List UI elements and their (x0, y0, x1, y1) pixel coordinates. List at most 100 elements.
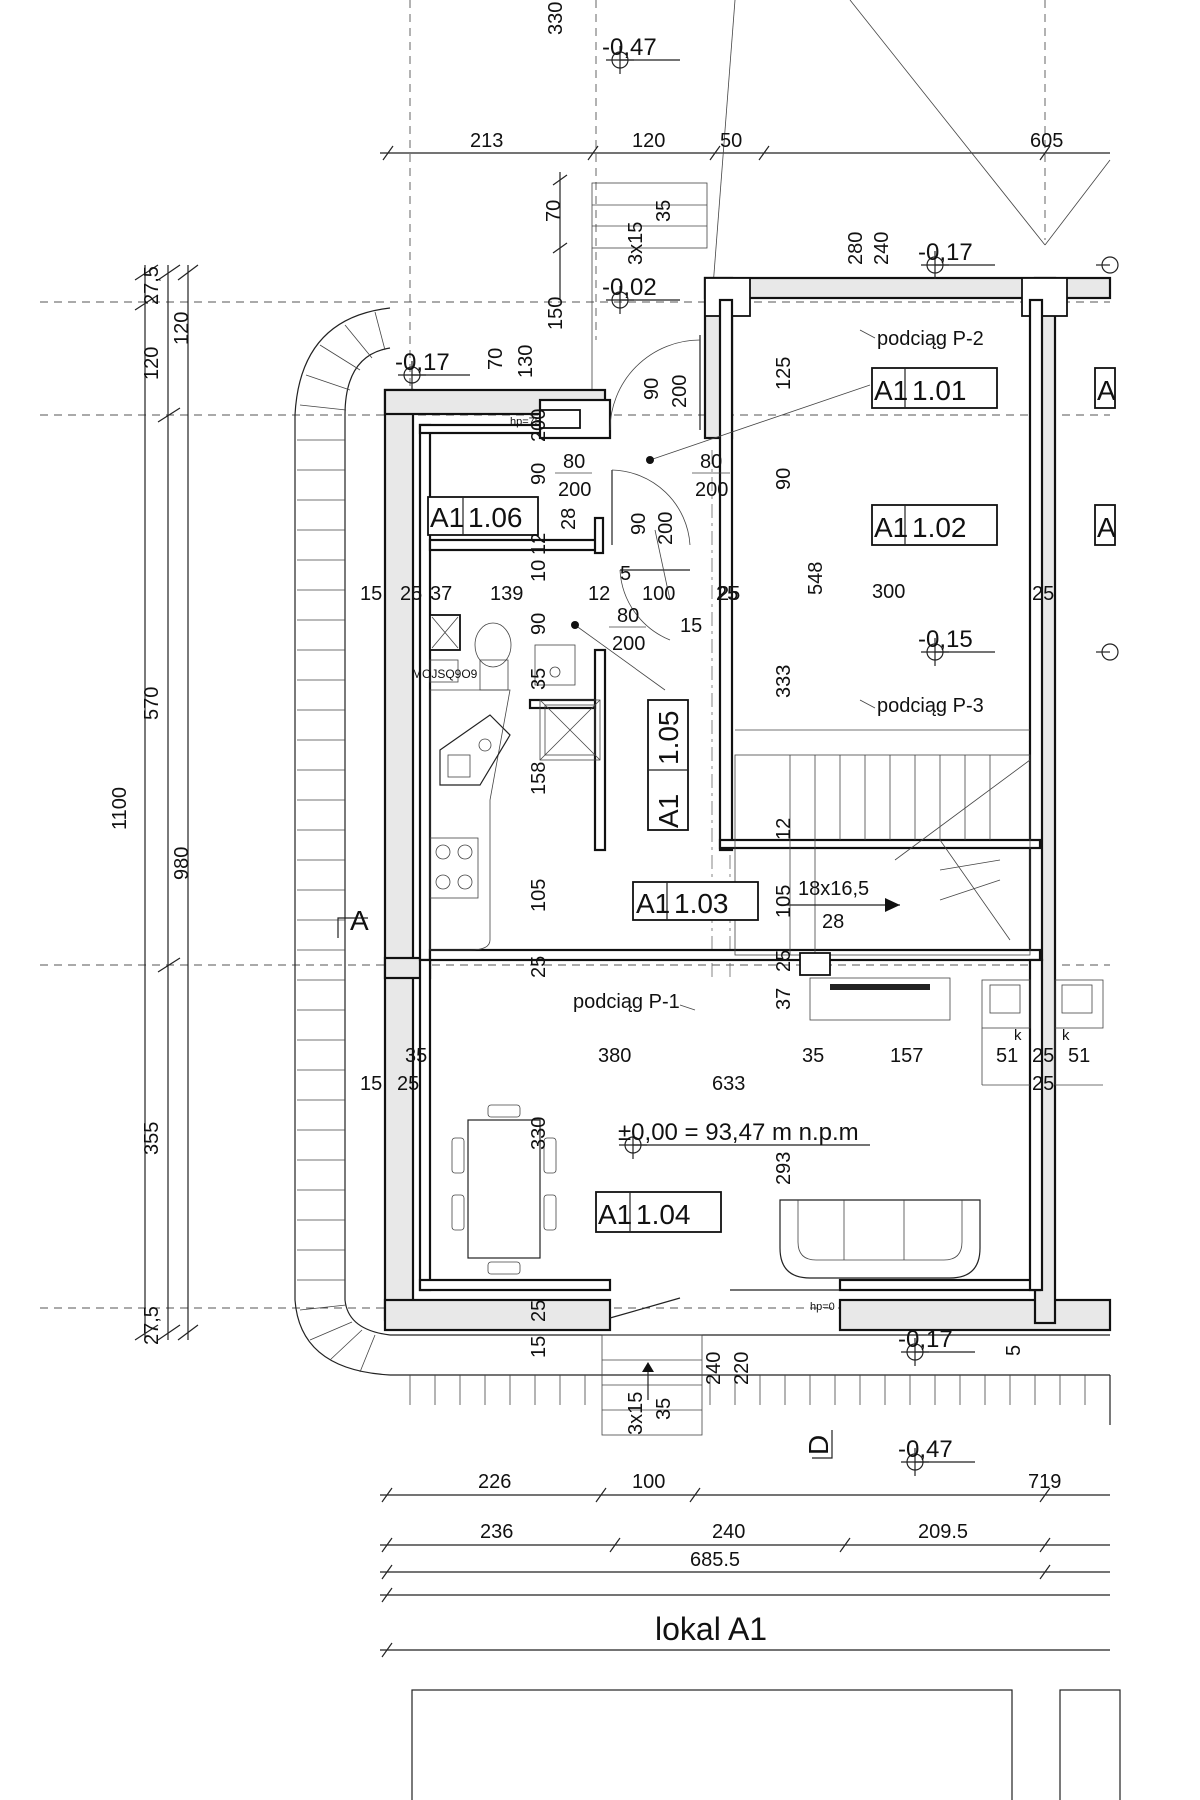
dim-139: 139 (490, 583, 523, 605)
room-labels: A1 1.01 A1 1.02 A1 1.06 A1 1.05 A1 1.03 … (430, 375, 1116, 1230)
exterior-walls (383, 276, 1112, 1332)
dim-left-980: 980 (171, 847, 193, 880)
dim-left-27-5-b: 27,5 (141, 1306, 163, 1345)
adjacent-unit-outlines (411, 1689, 1121, 1800)
dim-25-d: 25 (528, 956, 550, 978)
dim-25-c: 25 (718, 583, 740, 605)
dim-380: 380 (598, 1045, 631, 1067)
dim-15-bot: 15 (528, 1336, 550, 1358)
dim-12: 12 (528, 533, 550, 555)
door3-height: 200 (695, 479, 728, 501)
top-dimension-chain (380, 145, 1110, 300)
room-104-number: 1.04 (636, 1199, 691, 1230)
washer-label: MOJSQ9O9 (412, 667, 478, 681)
room-106-number: 1.06 (468, 502, 523, 533)
top-entrance-steps (591, 182, 708, 400)
beam-p3-label: podciąg P-3 (877, 695, 984, 717)
dim-12-c: 12 (773, 818, 795, 840)
level-047-bot: -0,47 (898, 1436, 953, 1463)
room-104-prefix: A1 (598, 1199, 632, 1230)
k-mark-1: k (1014, 1027, 1022, 1044)
dim-left-120-a: 120 (141, 347, 163, 380)
dim-330-m: 330 (528, 1117, 550, 1150)
dim-51-a: 51 (996, 1045, 1018, 1067)
dim-left-355: 355 (141, 1122, 163, 1155)
bottom-terrace (390, 1334, 1111, 1436)
door-texts: 90 200 80 200 80 200 90 200 80 200 90 20… (528, 375, 730, 655)
hp-75: hp=75 (510, 416, 541, 428)
door2-width: 80 (563, 451, 585, 473)
dim-35-m-b: 35 (802, 1045, 824, 1067)
dim-50: 50 (720, 130, 742, 152)
dim-15: 15 (360, 583, 382, 605)
dim-5-bot: 5 (1003, 1345, 1025, 1356)
dim-100: 100 (642, 583, 675, 605)
stairs-count: 28 (822, 911, 844, 933)
door3-width: 80 (700, 451, 722, 473)
section-d-mark: D (803, 1435, 834, 1455)
dim-25-a: 25 (716, 583, 738, 605)
dim-35-m: 35 (405, 1045, 427, 1067)
dim-240: 240 (871, 232, 893, 265)
tv-and-cabinets (809, 977, 1104, 1086)
dim-125: 125 (773, 357, 795, 390)
dim-12-b: 12 (588, 583, 610, 605)
dim-209-5: 209.5 (918, 1521, 968, 1543)
room-103-number: 1.03 (674, 888, 729, 919)
door5-width: 80 (617, 605, 639, 627)
room-partial-b: A (1097, 512, 1116, 543)
kitchen-units (429, 614, 511, 951)
k-mark-2: k (1062, 1027, 1070, 1044)
plan-title: lokal A1 (655, 1611, 767, 1647)
dim-157: 157 (890, 1045, 923, 1067)
dim-5-a: 5 (620, 563, 631, 585)
dim-100-bot: 100 (632, 1471, 665, 1493)
dim-213: 213 (470, 130, 503, 152)
interior-walls (418, 298, 1044, 1292)
dim-548: 548 (805, 562, 827, 595)
bathroom-fixtures (474, 622, 601, 761)
level-002: -0,02 (602, 274, 657, 301)
dim-105-b: 105 (773, 885, 795, 918)
dim-330-top: 330 (545, 2, 567, 35)
dim-10: 10 (528, 560, 550, 582)
left-dimension-chain (134, 264, 199, 1341)
beam-p1-label: podciąg P-1 (573, 991, 680, 1013)
dim-3x15-top: 3x15 (625, 222, 647, 265)
dim-293: 293 (773, 1152, 795, 1185)
dim-120: 120 (632, 130, 665, 152)
section-a-mark: A (350, 905, 369, 936)
room-105-prefix: A1 (653, 794, 684, 828)
dim-left-27-5-a: 27,5 (141, 266, 163, 305)
staircase (734, 729, 1031, 976)
dim-37-b: 37 (773, 988, 795, 1010)
dim-90-row: 90 (528, 613, 550, 635)
dim-70b: 70 (485, 348, 507, 370)
dim-633: 633 (712, 1073, 745, 1095)
leader-lines (571, 329, 876, 1011)
dim-25-m: 25 (1032, 1045, 1054, 1067)
dim-158: 158 (528, 762, 550, 795)
dim-300: 300 (872, 581, 905, 603)
dim-25-e: 25 (773, 950, 795, 972)
level-017-c: -0,17 (898, 1326, 953, 1353)
dim-25-m-c: 25 (1032, 1073, 1054, 1095)
left-terrace (294, 307, 391, 1376)
dim-105: 105 (528, 879, 550, 912)
door4-height: 200 (655, 512, 677, 545)
level-017-b: -0,17 (918, 239, 973, 266)
sofa (779, 1199, 981, 1279)
door6-height: 200 (528, 409, 550, 442)
door5-height: 200 (612, 633, 645, 655)
dim-90: 90 (773, 468, 795, 490)
room-label-boxes (427, 367, 1116, 1233)
door1-height: 200 (669, 375, 691, 408)
level-markers (398, 46, 1119, 1476)
dim-35-row: 35 (528, 668, 550, 690)
annotation-texts: podciąg P-2 podciąg P-3 podciąg P-1 18x1… (350, 328, 1070, 1455)
room-101-number: 1.01 (912, 375, 967, 406)
dim-35-top: 35 (653, 200, 675, 222)
dim-685-5: 685.5 (690, 1549, 740, 1571)
level-017-a: -0,17 (395, 349, 450, 376)
